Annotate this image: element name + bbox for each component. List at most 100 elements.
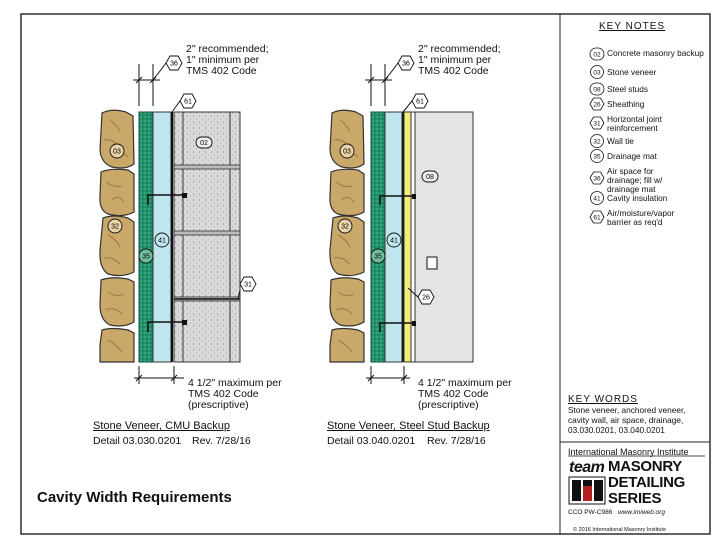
keynote-item: Sheathing: [589, 100, 719, 109]
right-tag-08: 08: [421, 170, 439, 183]
left-bottom-note: 4 1/2" maximum per TMS 402 Code (prescri…: [188, 378, 282, 411]
left-tag-36: 36: [165, 55, 183, 71]
right-steel-stud-cavity: [414, 111, 474, 363]
kn-tag-32: 32: [593, 138, 601, 145]
imi-logo-mark: [568, 476, 606, 505]
right-wall-ties: [379, 195, 415, 332]
right-stone-veneer: [329, 109, 365, 363]
keywords-title: KEY WORDS: [568, 394, 638, 405]
keynote-item: Wall tie: [589, 137, 719, 146]
keynote-text: Concrete masonry backup: [607, 48, 704, 58]
keynote-item: Concrete masonry backup: [589, 49, 719, 58]
left-leaders: [171, 100, 241, 300]
svg-text:26: 26: [422, 295, 430, 302]
left-top-note-line-3: TMS 402 Code: [186, 65, 257, 77]
svg-text:08: 08: [426, 174, 434, 181]
svg-text:31: 31: [244, 282, 252, 289]
left-caption-detail: Detail 03.030.0201: [93, 435, 182, 447]
right-tag-26: 26: [417, 289, 435, 305]
svg-text:02: 02: [200, 140, 208, 147]
right-bottom-note-line-3: (prescriptive): [418, 399, 479, 411]
left-tag-32: 32: [107, 218, 123, 234]
right-caption-title: Stone Veneer, Steel Stud Backup: [327, 420, 490, 432]
left-caption-title: Stone Veneer, CMU Backup: [93, 420, 230, 432]
imi-copyright: © 2016 International Masonry Institute: [573, 527, 667, 533]
left-wall-section: [99, 62, 241, 384]
keynote-text: Horizontal joint reinforcement: [607, 114, 662, 133]
keynote-item: Cavity insulation: [589, 194, 719, 203]
left-tag-35: 35: [138, 248, 154, 264]
left-tag-61: 61: [179, 93, 197, 109]
imi-series-wordmark: MASONRY DETAILING SERIES: [608, 459, 685, 507]
keynote-tag-labels: 02 03 08 26 31 32 35 36 41 61: [593, 51, 601, 221]
right-top-note-line-1: 2" recommended;: [418, 43, 501, 55]
right-drainage-mat: [370, 111, 386, 363]
kn-tag-26: 26: [593, 101, 601, 108]
left-bottom-note-line-3: (prescriptive): [188, 399, 249, 411]
left-caption-rev: Rev. 7/28/16: [192, 435, 251, 447]
left-tie-anchor-1: [182, 193, 187, 198]
right-tag-36: 36: [397, 55, 415, 71]
svg-text:36: 36: [402, 61, 410, 68]
page-title: Cavity Width Requirements: [37, 489, 232, 506]
svg-text:35: 35: [374, 254, 382, 261]
imi-code: CCO PW-C986: [568, 509, 613, 516]
left-stone-veneer: [99, 109, 135, 363]
keynote-item: Horizontal joint reinforcement: [589, 115, 687, 133]
keynotes-title: KEY NOTES: [599, 21, 666, 32]
svg-text:61: 61: [184, 99, 192, 106]
right-tag-03: 03: [339, 143, 355, 159]
keynote-item: Drainage mat: [589, 152, 719, 161]
svg-text:32: 32: [111, 224, 119, 231]
svg-text:03: 03: [343, 149, 351, 156]
right-bottom-note: 4 1/2" maximum per TMS 402 Code (prescri…: [418, 378, 512, 411]
kn-tag-61: 61: [593, 214, 601, 221]
left-bottom-note-line-2: TMS 402 Code: [188, 388, 259, 400]
right-tag-41: 41: [386, 232, 402, 248]
keynote-item: Steel studs: [589, 85, 719, 94]
keynote-text: Air space for drainage; fill w/ drainage…: [607, 166, 663, 194]
right-sheathing: [403, 111, 412, 363]
right-top-note-line-3: TMS 402 Code: [418, 65, 489, 77]
keynote-item: Air/moisture/vapor barrier as req'd: [589, 209, 687, 227]
imi-website[interactable]: www.imiweb.org: [618, 509, 665, 516]
kn-tag-08: 08: [593, 86, 601, 93]
keynote-text: Steel studs: [607, 84, 649, 94]
keynote-text: Drainage mat: [607, 151, 657, 161]
kn-tag-41: 41: [593, 195, 601, 202]
left-bottom-note-line-1: 4 1/2" maximum per: [188, 377, 282, 389]
imi-name: International Masonry Institute: [568, 447, 689, 457]
right-tie-screw-1: [412, 194, 416, 199]
left-top-note: 2" recommended; 1" minimum per TMS 402 C…: [186, 44, 269, 77]
left-wall-ties: [147, 194, 186, 332]
right-bottom-note-line-1: 4 1/2" maximum per: [418, 377, 512, 389]
series-line-1: MASONRY: [608, 458, 683, 475]
left-dimension-top: [133, 62, 167, 106]
kn-tag-03: 03: [593, 69, 601, 76]
left-tag-03: 03: [109, 143, 125, 159]
right-tag-35: 35: [370, 248, 386, 264]
right-dimension-bottom: [366, 366, 410, 384]
sheet-border: [20, 13, 711, 535]
svg-text:61: 61: [416, 99, 424, 106]
keynote-text: Sheathing: [607, 99, 645, 109]
svg-text:41: 41: [158, 238, 166, 245]
series-line-2: DETAILING: [608, 474, 686, 491]
svg-text:32: 32: [341, 224, 349, 231]
right-stud-knockout: [426, 256, 438, 270]
left-tie-anchor-2: [182, 320, 187, 325]
right-leaders: [402, 100, 419, 298]
svg-text:36: 36: [170, 61, 178, 68]
right-tag-61: 61: [411, 93, 429, 109]
imi-team-wordmark: team: [569, 459, 605, 476]
left-tag-31: 31: [239, 276, 257, 292]
left-dimension-bottom: [134, 366, 184, 384]
svg-text:03: 03: [113, 149, 121, 156]
keynote-symbols: [589, 47, 605, 224]
right-dimension-top: [365, 62, 399, 106]
keynote-text: Cavity insulation: [607, 193, 668, 203]
series-line-3: SERIES: [608, 490, 662, 507]
keywords-text: Stone veneer, anchored veneer, cavity wa…: [568, 405, 686, 435]
keynote-item: Stone veneer: [589, 68, 719, 77]
